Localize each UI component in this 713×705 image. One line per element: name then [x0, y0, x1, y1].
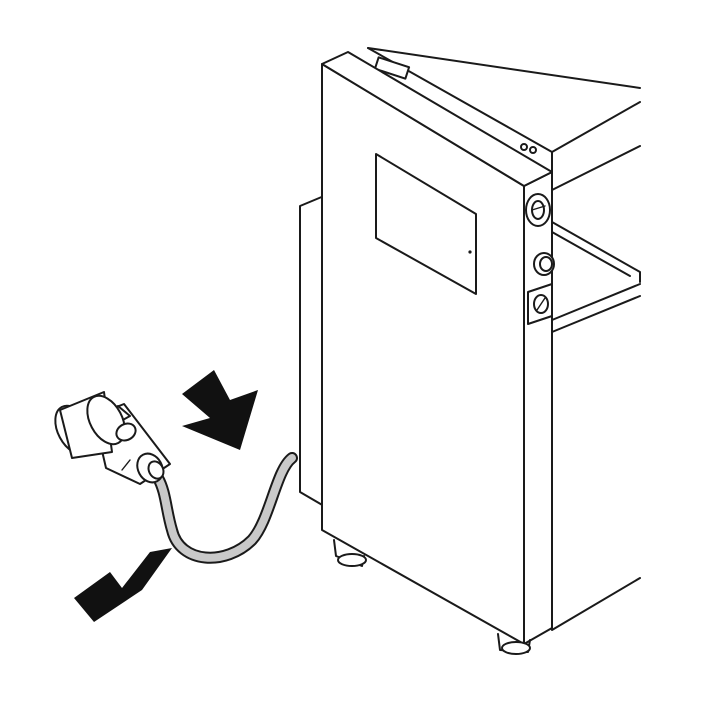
side-controls — [525, 193, 555, 325]
machine-frame — [367, 47, 641, 631]
door-window — [375, 153, 477, 295]
indicator-arrow-icon — [74, 548, 172, 622]
indicator-arrow-icon — [182, 370, 258, 450]
rear-side-panel — [299, 195, 325, 507]
power-cable — [152, 452, 298, 564]
castors — [333, 539, 531, 655]
door-latch — [468, 250, 472, 254]
indicator-arrows — [74, 370, 258, 622]
power-plug — [54, 391, 171, 485]
